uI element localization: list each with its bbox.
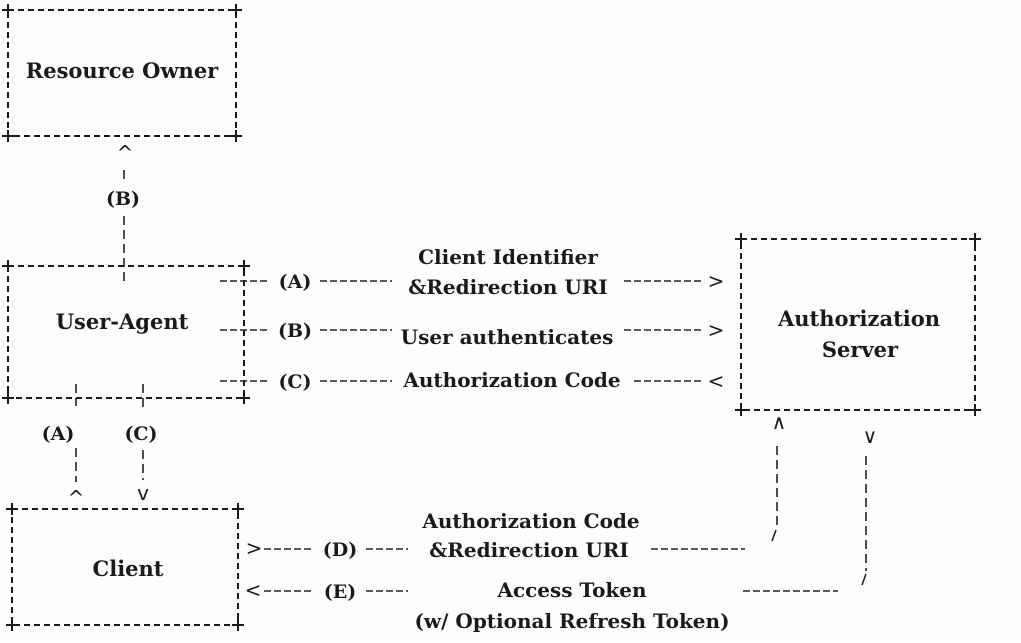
resource-owner-label: Resource Owner <box>26 58 219 83</box>
authorization-server-label-line2: Server <box>822 337 899 362</box>
authorization-server-vertical-connectors: ∧ ∨ <box>771 410 878 586</box>
authorization-server-label-line1: Authorization <box>777 306 940 331</box>
flow-c-arrow-left-icon: < <box>708 369 725 393</box>
flow-a-c-vertical: (A) ^ (C) v <box>42 384 158 510</box>
flow-a-text-line2: &Redirection URI <box>408 275 608 299</box>
client-corners <box>6 503 244 631</box>
flow-e-text-line1: Access Token <box>496 578 647 602</box>
authorization-server-arrow-down-icon: ∨ <box>863 424 878 448</box>
flow-e-text-line2: (w/ Optional Refresh Token) <box>414 609 729 633</box>
authorization-server-corners <box>735 233 981 416</box>
client-border <box>11 508 239 626</box>
authorization-server-box: Authorization Server <box>735 233 981 416</box>
flow-c-horizontal: (C) Authorization Code < <box>220 368 724 393</box>
flow-b-horizontal: (B) User authenticates > <box>220 318 724 349</box>
flow-e-arrow-left-icon: < <box>245 578 262 602</box>
flow-c-vertical-arrow-down-icon: v <box>137 481 149 505</box>
client-label: Client <box>93 556 164 581</box>
flow-d-text-line2: &Redirection URI <box>429 538 629 562</box>
flow-e-corner-tick <box>861 573 867 586</box>
resource-owner-corners <box>2 4 242 142</box>
flow-a-horizontal: (A) Client Identifier &Redirection URI > <box>220 245 724 299</box>
user-agent-label: User-Agent <box>56 309 189 334</box>
user-agent-border <box>7 265 245 399</box>
user-agent-box: User-Agent <box>2 260 250 404</box>
flow-c-step-label: (C) <box>278 371 311 393</box>
flow-c-vertical-label: (C) <box>124 423 157 445</box>
arrow-up-icon: ^ <box>117 141 134 165</box>
flow-d-horizontal: > (D) Authorization Code &Redirection UR… <box>246 509 745 562</box>
flow-d-step-label: (D) <box>323 539 357 561</box>
flow-b-step-label: (B) <box>278 320 312 342</box>
flow-b-arrow-right-icon: > <box>708 318 725 342</box>
flow-d-arrow-right-icon: > <box>246 536 263 560</box>
flow-b-vertical-label: (B) <box>106 188 140 210</box>
user-agent-corners <box>2 260 250 404</box>
authorization-server-arrow-up-icon: ∧ <box>772 410 787 434</box>
flow-d-corner-tick <box>771 529 777 542</box>
flow-a-arrow-right-icon: > <box>708 269 725 293</box>
flow-b-vertical: ^ (B) <box>106 141 140 282</box>
flow-c-text: Authorization Code <box>402 368 620 392</box>
authorization-server-border <box>740 238 976 411</box>
flow-e-step-label: (E) <box>324 581 356 603</box>
flow-a-vertical-arrow-up-icon: ^ <box>68 486 85 510</box>
flow-a-vertical-label: (A) <box>42 423 75 445</box>
flow-a-text-line1: Client Identifier <box>418 245 598 269</box>
flow-a-step-label: (A) <box>279 271 312 293</box>
resource-owner-border <box>7 9 237 137</box>
flow-b-text: User authenticates <box>401 325 614 349</box>
flow-e-horizontal: < (E) Access Token (w/ Optional Refresh … <box>245 578 838 633</box>
flow-d-text-line1: Authorization Code <box>421 509 639 533</box>
resource-owner-box: Resource Owner <box>2 4 242 142</box>
client-box: Client <box>6 503 244 631</box>
